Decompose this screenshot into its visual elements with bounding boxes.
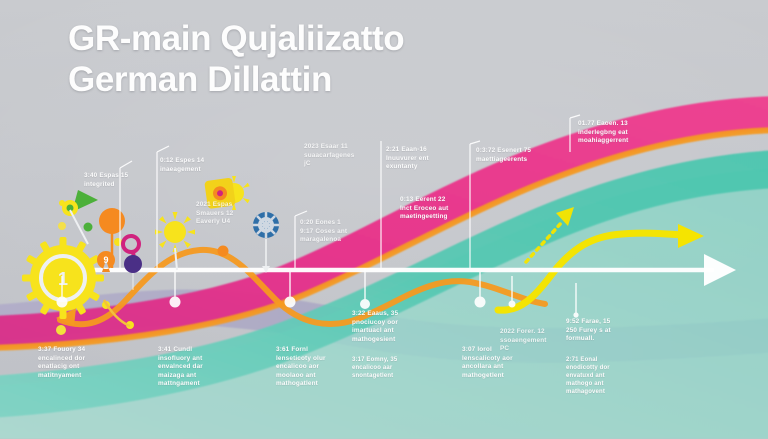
- orange-pin-icon: 9: [96, 251, 115, 272]
- green-dot-icon: [83, 222, 93, 232]
- milestone-label-top-5: 2:21 Eaan-16 Inuuvurer ent exuntanty: [386, 146, 429, 171]
- milestone-label-bottom-1: 3:37 Fouory 34 encalinced dor enatlacig …: [38, 346, 86, 379]
- yellow-node-dot: [56, 325, 66, 335]
- yellow-growth-arrowhead: [678, 224, 704, 248]
- green-dot-icon-2: [59, 200, 65, 206]
- timeline-arrowhead: [704, 254, 736, 286]
- yellow-trail-dots: [102, 299, 134, 329]
- purple-dot-icon: [124, 255, 142, 290]
- milestone-label-top-8: 01.77 Eaoen. 13 inderlegbng eat moahiagg…: [578, 120, 629, 145]
- milestone-label-top-4: 2023 Esaar 11 suaacarfagenes jC: [304, 143, 355, 168]
- milestone-label-top-3: 2021 Espas Smauers 12 Eaverly U4: [196, 201, 234, 226]
- sunburst-icon-1: [155, 212, 195, 271]
- yellow-dashed-arrow: [524, 207, 574, 264]
- page-title: GR-main Qujaliizatto German Dillattin: [68, 19, 405, 99]
- milestone-label-bottom-3: 3:61 Fornl lenseticoty olur encalicoo ao…: [276, 346, 326, 388]
- milestone-label-top-9: 0:20 Eones 1 9:17 Coses ant maragalenoa: [300, 219, 348, 244]
- pink-band: [0, 96, 768, 348]
- orange-node-dot: [217, 245, 229, 257]
- camera-icon: [204, 176, 250, 210]
- milestone-label-top-2: 0:12 Espes 14 inaeagement: [160, 157, 205, 173]
- wheel-icon: [253, 212, 279, 273]
- orange-wave-arrow: [57, 246, 548, 328]
- milestone-label-bottom-4: 3:22 Eaaus, 35 pnociucoy oor imartuacl a…: [352, 310, 399, 343]
- yellow-dot-small-2: [58, 222, 66, 230]
- milestone-label-bottom-5: 3:17 Eomny, 35 encalicoo aar snontagetle…: [352, 357, 398, 379]
- milestone-label-top-6: 0:13 Eerent 22 Inct Eroceo aut maetingee…: [400, 196, 449, 221]
- flag-pin-icon: [62, 190, 98, 245]
- orange-pin-number: 9: [103, 255, 108, 265]
- teal-band: [0, 150, 768, 418]
- milestone-label-top-1: 3:40 Espas 15 integrited: [84, 172, 129, 188]
- gear-icon-number: 1: [58, 269, 68, 289]
- milestone-label-top-7: 0:3:72 Esenert 75 maettiageerents: [476, 147, 532, 163]
- yellow-growth-arrow: [494, 229, 688, 314]
- orange-edge: [0, 127, 768, 351]
- milestone-label-bottom-2: 3:41 Cundl insofluory ant envalnced dar …: [158, 346, 203, 388]
- milestone-label-bottom-8: 9:52 Farae, 15 250 Furey s at formuall.: [566, 318, 611, 343]
- milestone-label-bottom-9: 2:71 Eonal enodicotty dor envatuxd ant m…: [566, 357, 610, 395]
- milestone-label-bottom-6: 3:07 lorol lenscalicoty aor ancollara an…: [462, 346, 513, 379]
- milestone-label-bottom-7: 2022 Forer. 12 ssoaengement PC: [500, 328, 547, 353]
